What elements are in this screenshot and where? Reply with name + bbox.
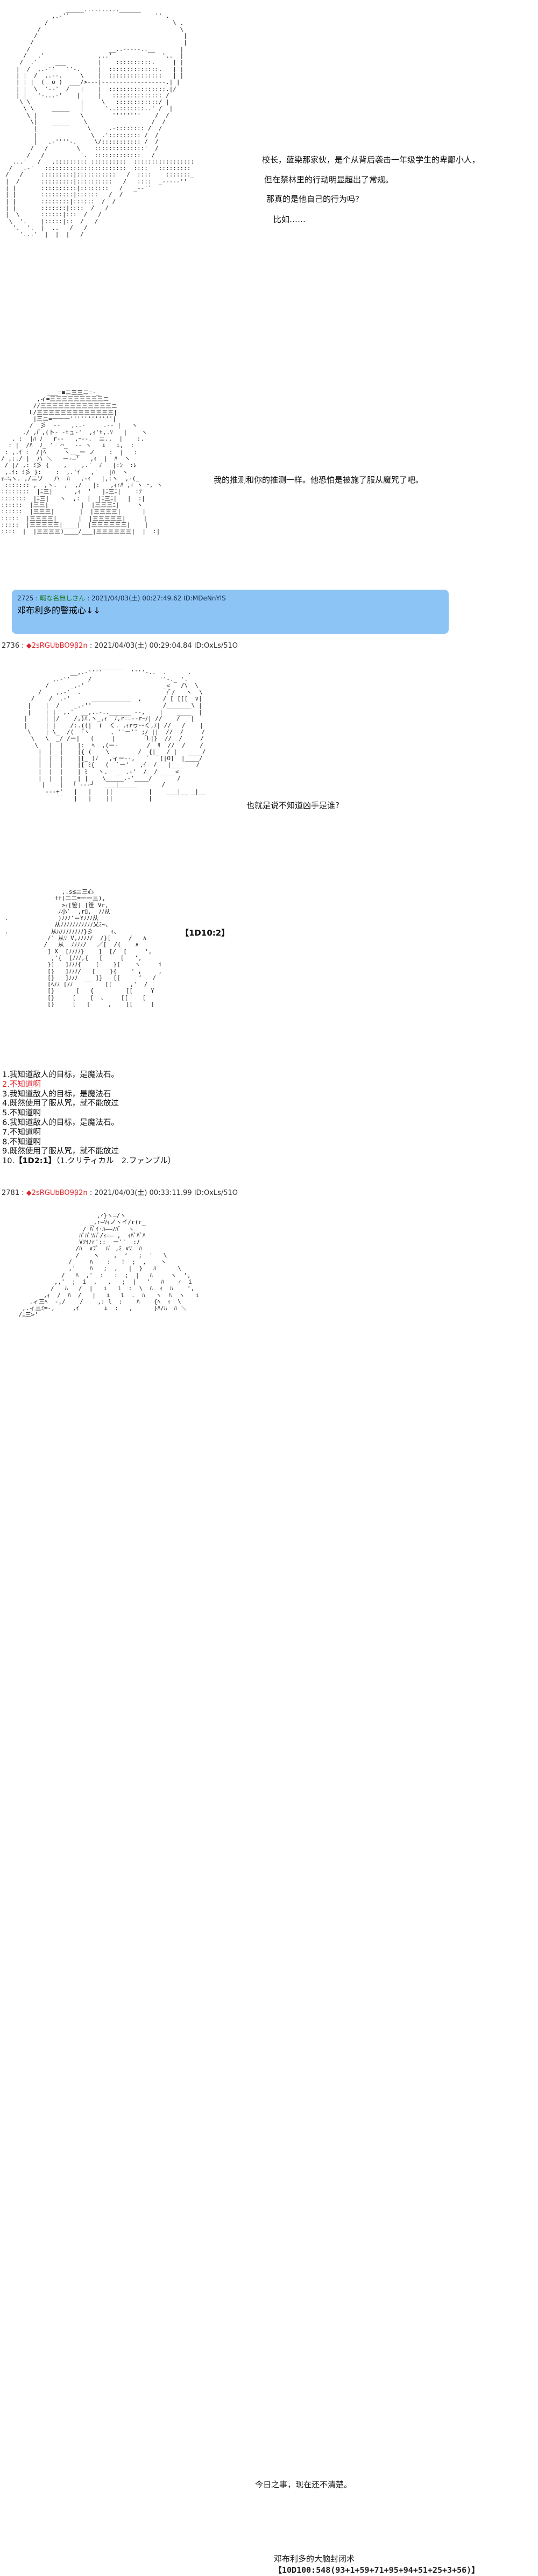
post-number[interactable]: 2781 (2, 1189, 20, 1197)
ascii-art-figure-3: ________ __,.-'''' ''''-.. . . ,.-'' / '… (24, 662, 206, 802)
option-7: 7.不知道啊 (2, 1128, 41, 1137)
ascii-art-figure-5: ,ｨ}ヽ―/ヽ _,r―ｿｨノヽイ/r(r_ / ﾊﾞｲ·ﾊ――ﾉﾊﾞ ヽ ﾊﾞ… (18, 1212, 480, 2575)
quoted-post-meta: 2021/04/03(土) 00:27:49.62 ID:MDeNnYlS (91, 595, 226, 602)
scene1-line-2: 但在禁林里的行动明显超出了常规。 (264, 175, 394, 185)
post-meta: 2021/04/03(土) 00:33:11.99 ID:OxLs/51O (94, 1189, 238, 1197)
quoted-post-author: 暇な名無しさん (40, 595, 86, 602)
option-9: 9.既然使用了服从咒，就不能放过 (2, 1147, 119, 1156)
option-6: 6.我知道敌人的目标，是魔法石。 (2, 1118, 119, 1127)
quoted-post-header: 2725 : 暇な名無しさん : 2021/04/03(土) 00:27:49.… (17, 595, 226, 602)
post2-line: 今日之事，现在还不清楚。 (255, 2480, 352, 2489)
post1-dice: 【1D10:2】 (181, 928, 230, 938)
scene2-line: 我的推测和你的推测一样。他恐怕是被施了服从魔咒了吧。 (214, 475, 424, 485)
options-list: 1.我知道敌人的目标，是魔法石。 2.不知道啊 3.我知道敌人的目标，是魔法石 … (2, 1071, 175, 1166)
post-meta: 2021/04/03(土) 00:29:04.84 ID:OxLs/51O (94, 642, 238, 650)
option-10: 10.【1D2:1】（1.クリティカル 2.ファンブル） (2, 1157, 175, 1166)
post-header-2781: 2781 : ◆2sRGUbBO9β2n : 2021/04/03(土) 00:… (2, 1189, 238, 1197)
post-header-2736: 2736 : ◆2sRGUbBO9β2n : 2021/04/03(土) 00:… (2, 642, 238, 650)
post2-label: 邓布利多的大脑封闭术 (274, 2554, 355, 2564)
option-4: 4.既然使用了服从咒，就不能放过 (2, 1099, 119, 1108)
ascii-art-figure-1: _____..........______ ,.-'' '' . / \ . /… (5, 6, 194, 238)
post-trip: 2sRGUbBO9β2n (31, 1189, 88, 1197)
post1-line: 也就是说不知道凶手是谁? (246, 801, 339, 810)
option-5: 5.不知道啊 (2, 1109, 41, 1118)
option-10-prefix: 10. (2, 1157, 15, 1166)
option-3: 3.我知道敌人的目标，是魔法石 (2, 1089, 111, 1099)
ascii-art-figure-2: ___=≡ニ三三ニ=-_ ,ィ=三三三三三三三三三ニ //三三三三三三三三三三三… (1, 389, 163, 535)
option-1: 1.我知道敌人的目标，是魔法石。 (2, 1071, 119, 1079)
quoted-post-number[interactable]: 2725 (17, 595, 34, 602)
trip-diamond-icon: ◆ (26, 642, 32, 650)
quoted-post: 2725 : 暇な名無しさん : 2021/04/03(土) 00:27:49.… (12, 590, 449, 634)
option-10-dice: 【1D2:1】 (15, 1157, 56, 1166)
scene1-line-1: 校长，蓝染那家伙，是个从背后袭击一年级学生的卑鄙小人， (262, 155, 480, 165)
scene1-line-4: 比如…… (273, 215, 306, 224)
option-2: 2.不知道啊 (2, 1080, 41, 1089)
post-number[interactable]: 2736 (2, 642, 20, 650)
trip-diamond-icon: ◆ (26, 1189, 32, 1197)
post2-dice: 【10D100:548(93+1+59+71+95+94+51+25+3+56)… (274, 2565, 480, 2575)
post-trip: 2sRGUbBO9β2n (31, 642, 88, 650)
ascii-art-figure-4: ,.s≦ニ三心 ff(二二=一ー三), >ｨ[笹] [笹 Vr, ﾉ小` ,rﾛ… (4, 888, 162, 1008)
quoted-post-body: 邓布利多的警戒心↓↓ (17, 605, 101, 615)
scene1-line-3: 那真的是他自己的行为吗? (266, 194, 359, 204)
option-10-tail: （1.クリティカル 2.ファンブル） (56, 1157, 176, 1166)
option-8: 8.不知道啊 (2, 1137, 41, 1147)
